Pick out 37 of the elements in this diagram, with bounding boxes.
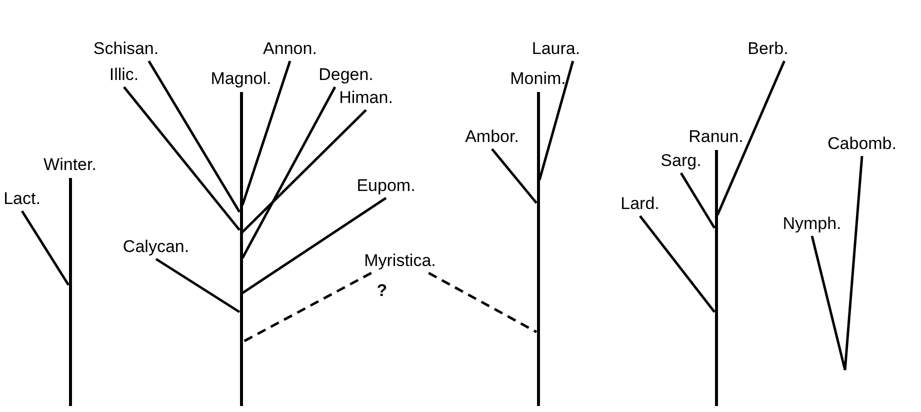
taxon-label: Lard.: [620, 195, 660, 213]
taxon-label: Winter.: [44, 156, 96, 174]
taxon-label: Sarg.: [660, 152, 702, 170]
taxon-label: Nymph.: [782, 215, 842, 233]
taxon-label: Myristica.: [364, 252, 436, 270]
taxon-label: Magnol.: [210, 70, 272, 88]
dashed-branch-line: [428, 272, 538, 334]
branch-line: [242, 109, 367, 233]
branch-line: [20, 210, 70, 286]
branch-line: [639, 215, 716, 313]
taxon-label: Monim.: [510, 70, 566, 88]
taxon-label: Berb.: [748, 40, 788, 58]
branch-line: [680, 172, 716, 229]
taxon-label: Annon.: [263, 40, 317, 58]
branch-line: [123, 86, 240, 231]
taxon-label: Cabomb.: [828, 135, 896, 153]
branch-line: [241, 60, 292, 206]
dashed-branch-line: [242, 272, 372, 344]
branch-line: [538, 60, 574, 180]
taxon-label: Himan.: [339, 89, 393, 107]
branch-line: [241, 86, 336, 259]
taxon-label: Eupom.: [356, 177, 416, 195]
question-mark: ?: [376, 282, 388, 300]
taxon-label: Illic.: [109, 66, 139, 84]
taxon-label: Schisan.: [93, 40, 159, 58]
taxon-label: Ranun.: [688, 128, 744, 146]
taxon-label: Degen.: [318, 66, 374, 84]
taxon-label: Calycan.: [122, 238, 190, 256]
branch-line: [716, 60, 786, 216]
taxon-label: Ambor.: [465, 128, 519, 146]
taxon-label: Lact.: [4, 190, 40, 208]
taxon-label: Laura.: [532, 40, 580, 58]
branch-line: [491, 148, 538, 204]
branch-line: [148, 60, 241, 213]
branch-line: [242, 196, 387, 294]
branch-line: [155, 258, 240, 314]
branch-line: [810, 156, 864, 372]
